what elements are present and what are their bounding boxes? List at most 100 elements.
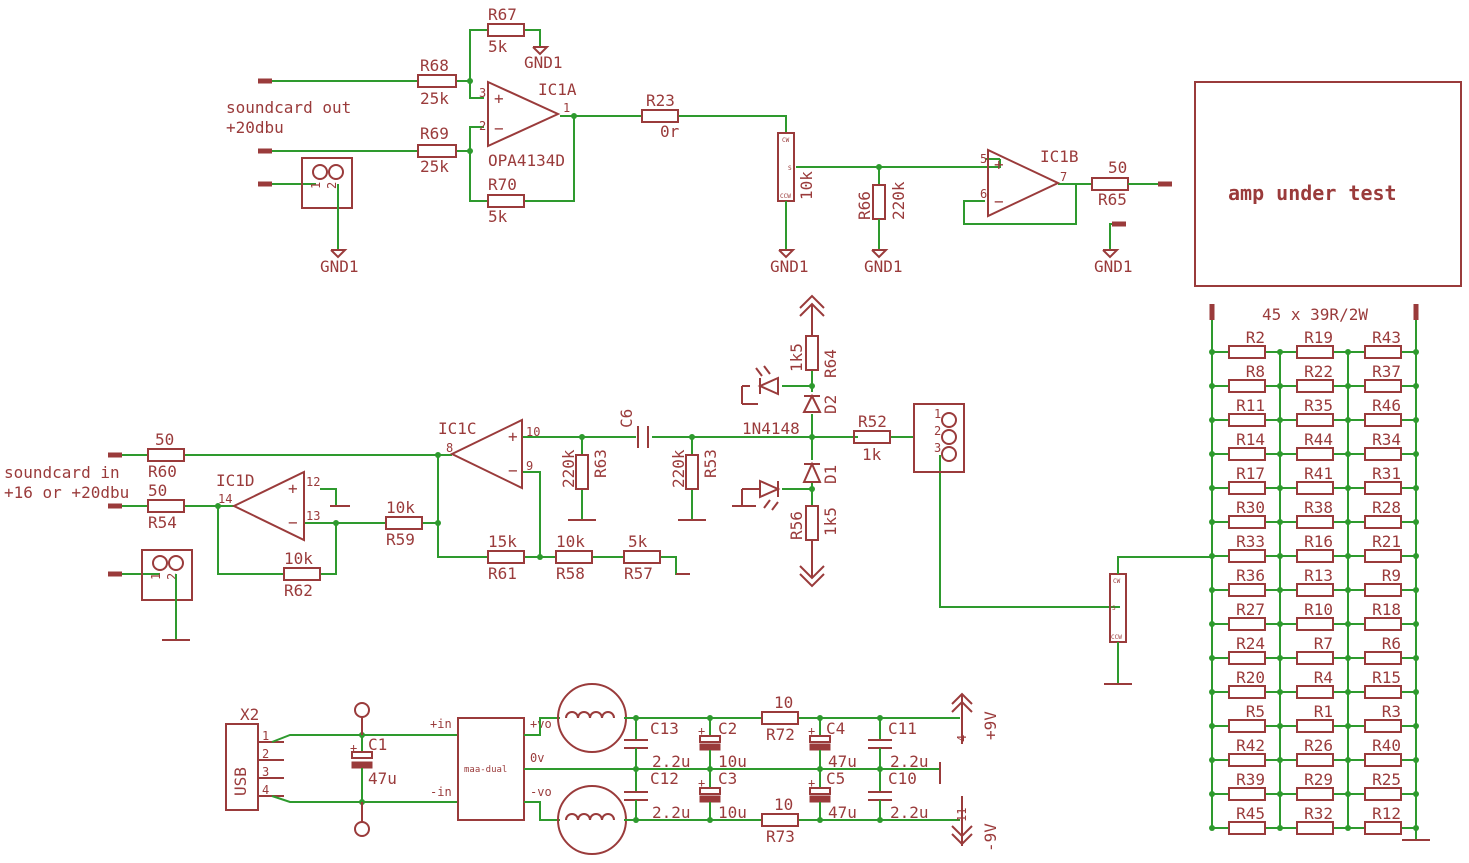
load-resistor [1364, 447, 1402, 461]
d1-name: D1 [821, 465, 840, 484]
svg-text:8: 8 [446, 441, 453, 455]
load-resistor-name: R21 [1372, 532, 1401, 551]
r67-resistor [487, 23, 525, 37]
c11-value: 2.2u [890, 752, 929, 771]
soundcard-out-label: soundcard out [226, 98, 351, 117]
load-resistor-name: R10 [1304, 600, 1333, 619]
dcdc-module-name: maa-dual [464, 765, 507, 775]
svg-text:CW: CW [1113, 578, 1121, 585]
c3-value: 10u [718, 803, 747, 822]
r53-name: R53 [701, 449, 720, 478]
svg-text:+in: +in [430, 717, 452, 731]
load-resistor-name: R25 [1372, 770, 1401, 789]
c4-value: 47u [828, 752, 857, 771]
d2-diode [802, 393, 822, 413]
svg-text:+: + [288, 479, 298, 498]
svg-text:6: 6 [980, 187, 987, 201]
r69-value: 25k [420, 157, 449, 176]
load-resistor [1228, 549, 1266, 563]
load-resistor [1364, 379, 1402, 393]
ic1a-type: OPA4134D [488, 151, 565, 170]
load-resistor [1296, 617, 1334, 631]
svg-text:1: 1 [934, 407, 941, 421]
minus9v-label: -9V [981, 823, 1000, 852]
ic1b-opamp [987, 148, 1061, 218]
c6-name: C6 [617, 409, 636, 428]
soundcard-in-label: soundcard in [4, 463, 120, 482]
r56-value: 1k5 [821, 507, 840, 536]
r57-name: R57 [624, 564, 653, 583]
load-resistor [1364, 481, 1402, 495]
r64-value: 1k5 [787, 343, 806, 372]
r63-value: 220k [559, 449, 578, 488]
load-resistor [1228, 515, 1266, 529]
load-resistor-name: R5 [1246, 702, 1265, 721]
c13-value: 2.2u [652, 752, 691, 771]
load-resistor-name: R42 [1236, 736, 1265, 755]
c2-value: 10u [718, 752, 747, 771]
c4-name: C4 [826, 719, 845, 738]
svg-text:0v: 0v [530, 751, 544, 765]
r66-resistor [872, 184, 886, 220]
svg-text:S: S [788, 165, 792, 172]
r72-resistor [761, 711, 799, 725]
amp-under-test-box [1194, 81, 1462, 287]
load-resistor [1228, 583, 1266, 597]
svg-text:−: − [994, 192, 1004, 211]
r60-name: R60 [148, 462, 177, 481]
load-resistor [1228, 821, 1266, 835]
pot-value: 10k [797, 171, 816, 200]
load-resistor-name: R9 [1382, 566, 1401, 585]
r58-resistor [555, 550, 593, 564]
load-resistor-name: R7 [1314, 634, 1333, 653]
gnd-label: GND1 [320, 257, 359, 276]
c1-name: C1 [368, 735, 387, 754]
svg-text:1: 1 [309, 182, 323, 189]
svg-text:1: 1 [149, 573, 163, 580]
r72-name: R72 [766, 725, 795, 744]
load-resistor [1228, 685, 1266, 699]
monitor-connector [913, 403, 965, 473]
r56-name: R56 [787, 511, 806, 540]
svg-text:5: 5 [980, 152, 987, 166]
load-resistor-name: R27 [1236, 600, 1265, 619]
svg-text:+: + [808, 776, 815, 790]
r65-name: R65 [1098, 190, 1127, 209]
load-resistor-name: R39 [1236, 770, 1265, 789]
load-resistor-name: R43 [1372, 328, 1401, 347]
c1-value: 47u [368, 769, 397, 788]
r54-value: 50 [148, 481, 167, 500]
r66-name: R66 [855, 191, 874, 220]
svg-text:+: + [698, 724, 705, 738]
load-resistor [1228, 787, 1266, 801]
r61-resistor [487, 550, 525, 564]
r73-resistor [761, 813, 799, 827]
svg-text:−: − [508, 461, 518, 480]
svg-text:CW: CW [782, 137, 790, 144]
load-resistor-name: R38 [1304, 498, 1333, 517]
load-resistor-name: R16 [1304, 532, 1333, 551]
svg-text:CCW: CCW [1111, 634, 1122, 641]
load-resistor [1364, 651, 1402, 665]
r59-value: 10k [386, 498, 415, 517]
r53-value: 220k [669, 449, 688, 488]
load-resistor-name: R1 [1314, 702, 1333, 721]
r67-name: R67 [488, 5, 517, 24]
gnd-label: GND1 [524, 53, 563, 72]
r68-value: 25k [420, 89, 449, 108]
svg-text:+: + [698, 776, 705, 790]
load-resistor [1364, 719, 1402, 733]
svg-text:4: 4 [262, 783, 269, 797]
c1-capacitor [351, 751, 373, 759]
load-resistor [1296, 787, 1334, 801]
svg-text:−: − [494, 119, 504, 138]
r67-value: 5k [488, 37, 508, 56]
load-resistor-name: R4 [1314, 668, 1333, 687]
svg-text:2: 2 [165, 573, 179, 580]
plus9v-label: +9V [981, 711, 1000, 740]
c2-capacitor [699, 735, 721, 743]
r66-value: 220k [889, 181, 908, 220]
svg-text:+: + [808, 724, 815, 738]
r70-value: 5k [488, 207, 508, 226]
